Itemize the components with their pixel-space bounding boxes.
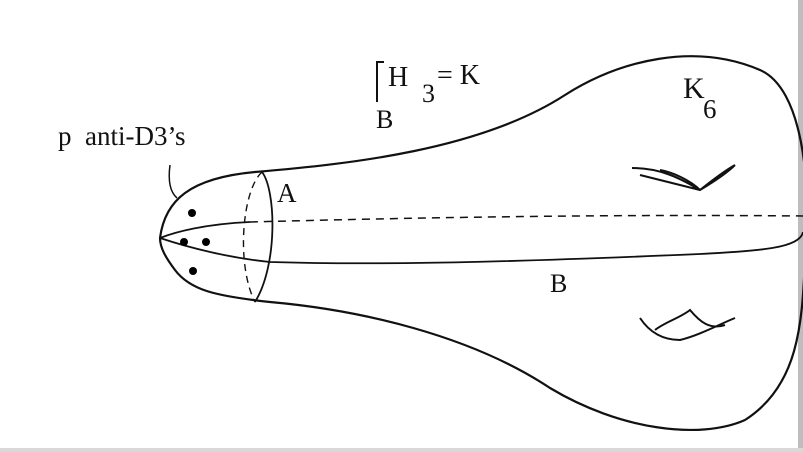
d3-dot: [189, 267, 197, 275]
integral-equals-k: = K: [437, 60, 480, 91]
d3-dot: [188, 209, 196, 217]
upper-handle-hole: [631, 164, 736, 192]
k-subscript: 6: [703, 94, 717, 124]
bottom-edge-border: [0, 448, 803, 452]
integral-sign: [376, 61, 384, 102]
cycle-b-label: B: [550, 269, 567, 298]
integral-h: H: [388, 62, 408, 93]
manifold-outline: [158, 55, 803, 432]
k-label: K: [683, 72, 705, 105]
tube-lower-edge: [159, 231, 803, 265]
lower-handle-hole: [639, 308, 736, 342]
right-edge-border: [798, 0, 803, 452]
tube-upper-dashed: [249, 214, 803, 223]
cycle-a-label: A: [277, 178, 297, 208]
integral-subscript: 3: [422, 79, 435, 108]
d3-dot: [180, 238, 188, 246]
integral-domain-b: B: [376, 105, 393, 134]
d3-dot: [202, 238, 210, 246]
cross-section-front: [254, 171, 274, 303]
tube-upper-edge: [159, 221, 251, 239]
pointer-arrow: [168, 164, 178, 199]
cross-section-back: [242, 171, 263, 303]
anti-d3-label: p anti-D3’s: [58, 121, 186, 151]
